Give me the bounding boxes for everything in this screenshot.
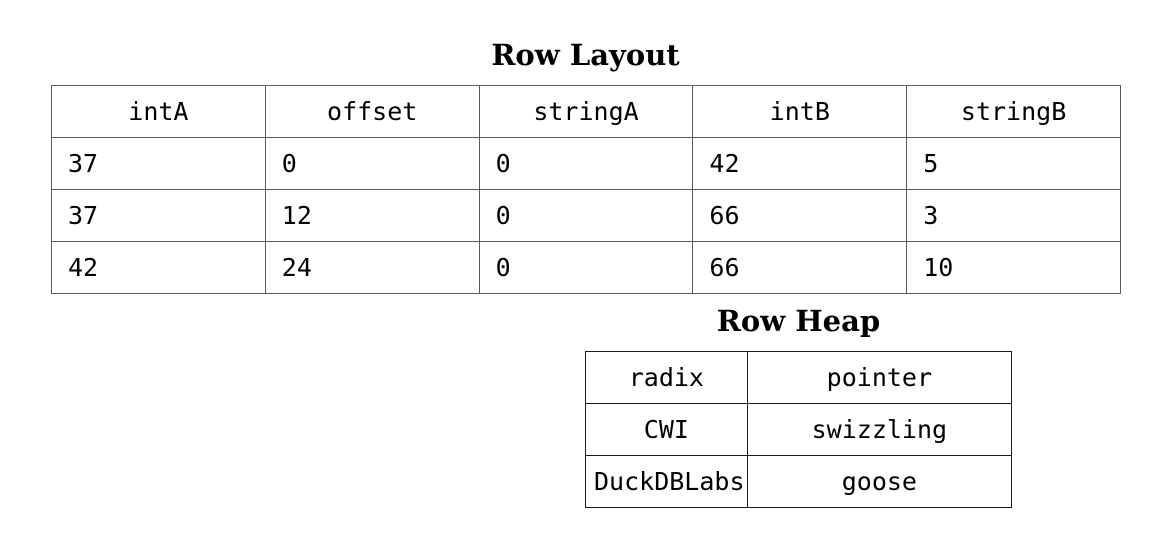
cell-stringA: 0 (478, 137, 694, 190)
cell-offset: 0 (264, 137, 480, 190)
cell-intB: 42 (692, 137, 908, 190)
heap-cell-cwi: CWI (585, 403, 748, 456)
column-header-stringB: stringB (906, 85, 1121, 138)
cell-intB: 66 (692, 241, 908, 294)
row-heap-table: radix pointer CWI swizzling DuckDBLabs g… (585, 351, 1013, 508)
column-header-intA: intA (51, 85, 266, 138)
heap-cell-goose: goose (746, 455, 1013, 508)
cell-offset: 24 (264, 241, 480, 294)
heap-cell-radix: radix (585, 351, 748, 404)
heap-row: DuckDBLabs goose (585, 455, 1013, 508)
cell-stringA: 0 (478, 189, 694, 242)
table-row: 37 12 0 66 3 (51, 189, 1121, 242)
column-header-stringA: stringA (478, 85, 694, 138)
heap-row: CWI swizzling (585, 403, 1013, 456)
row-heap-title: Row Heap (716, 304, 881, 338)
cell-offset: 12 (264, 189, 480, 242)
cell-intA: 37 (51, 189, 266, 242)
column-header-offset: offset (264, 85, 480, 138)
cell-stringB: 10 (906, 241, 1121, 294)
table-row: 42 24 0 66 10 (51, 241, 1121, 294)
cell-intA: 42 (51, 241, 266, 294)
heap-cell-swizzling: swizzling (746, 403, 1013, 456)
cell-stringB: 3 (906, 189, 1121, 242)
cell-stringB: 5 (906, 137, 1121, 190)
heap-cell-pointer: pointer (746, 351, 1013, 404)
row-layout-table: intA offset stringA intB stringB 37 0 0 … (51, 85, 1121, 294)
table-row: 37 0 0 42 5 (51, 137, 1121, 190)
cell-intB: 66 (692, 189, 908, 242)
cell-stringA: 0 (478, 241, 694, 294)
heap-row: radix pointer (585, 351, 1013, 404)
cell-intA: 37 (51, 137, 266, 190)
column-header-intB: intB (692, 85, 908, 138)
row-layout-header-row: intA offset stringA intB stringB (51, 85, 1121, 138)
row-layout-title: Row Layout (491, 38, 680, 72)
heap-cell-duckdblabs: DuckDBLabs (585, 455, 748, 508)
